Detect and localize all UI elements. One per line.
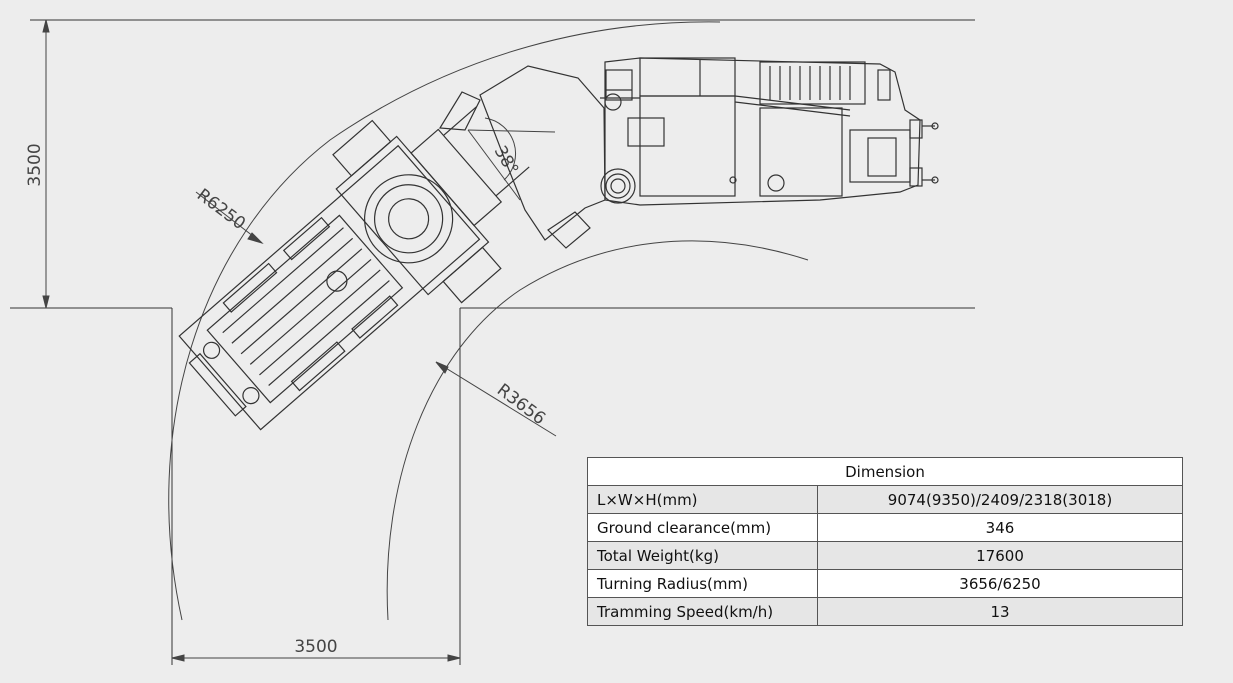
table-row: Ground clearance(mm) 346 <box>587 513 1183 542</box>
row-value: 3656/6250 <box>817 569 1183 598</box>
table-title: Dimension <box>587 457 1183 486</box>
table-row: Turning Radius(mm) 3656/6250 <box>587 569 1183 598</box>
row-label: Ground clearance(mm) <box>587 513 818 542</box>
dimension-table: Dimension L×W×H(mm) 9074(9350)/2409/2318… <box>587 457 1183 626</box>
outer-turning-arc <box>168 21 721 621</box>
articulation-link <box>438 65 606 249</box>
horizontal-dimension <box>171 654 461 662</box>
row-label: Total Weight(kg) <box>587 541 818 570</box>
row-label: L×W×H(mm) <box>587 485 818 514</box>
tunnel-walls <box>10 19 975 665</box>
row-value: 13 <box>817 597 1183 626</box>
inner-turning-arc <box>386 240 809 621</box>
radius-outer-label: R6250 <box>193 185 249 234</box>
row-value: 9074(9350)/2409/2318(3018) <box>817 485 1183 514</box>
r6250-leader <box>195 191 264 245</box>
row-value: 17600 <box>817 541 1183 570</box>
radius-inner-label: R3656 <box>493 380 549 429</box>
r3656-leader <box>435 361 557 437</box>
table-row: L×W×H(mm) 9074(9350)/2409/2318(3018) <box>587 485 1183 514</box>
front-frame <box>178 106 530 431</box>
dim-vertical-label: 3500 <box>25 143 45 186</box>
dim-horizontal-label: 3500 <box>294 637 337 657</box>
articulation-joint <box>600 168 636 204</box>
table-header-row: Dimension <box>587 457 1183 486</box>
vertical-dimension <box>42 19 50 309</box>
table-row: Total Weight(kg) 17600 <box>587 541 1183 570</box>
rear-frame <box>600 57 939 206</box>
table-row: Tramming Speed(km/h) 13 <box>587 597 1183 626</box>
row-label: Turning Radius(mm) <box>587 569 818 598</box>
row-label: Tramming Speed(km/h) <box>587 597 818 626</box>
row-value: 346 <box>817 513 1183 542</box>
